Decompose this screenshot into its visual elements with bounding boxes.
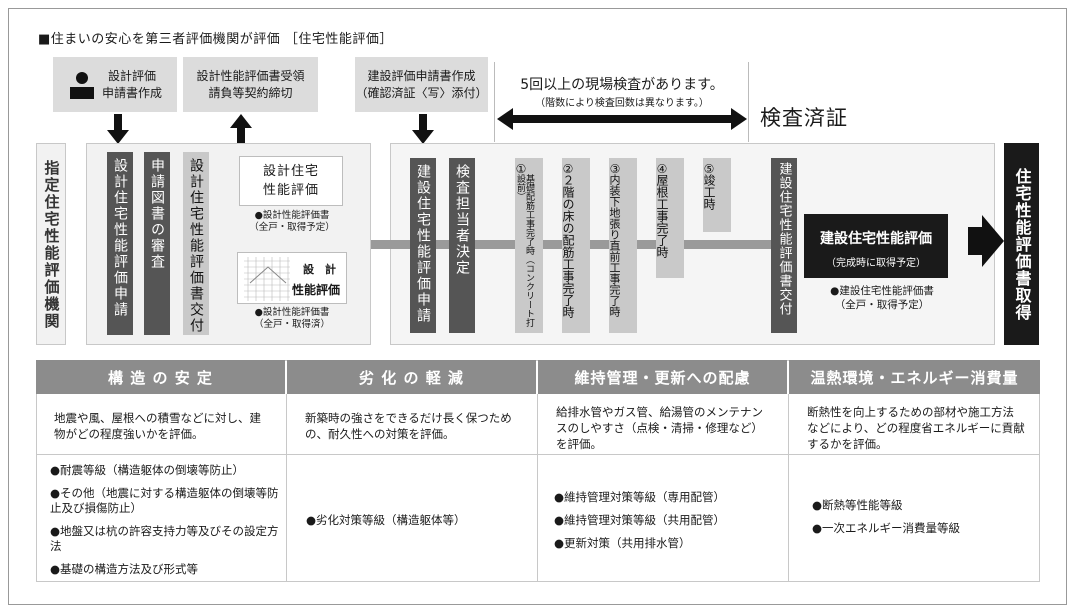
big-arrow-icon (968, 215, 1004, 267)
inspection-4-num: ④ (655, 162, 669, 176)
category-4-desc: 断熱性を向上するための部材や施工方法などにより、どの程度省エネルギーに貢献するか… (807, 405, 1025, 451)
inspection-2-num: ② (561, 162, 575, 176)
design-doc-note: ●設計性能評価書 （全戸・取得済） (227, 307, 357, 331)
design-receipt-line2: 請負等契約締切 (208, 85, 293, 100)
category-1-item: ●地盤又は杭の許容支持力等及びその設定方法 (50, 524, 279, 553)
inspection-note-main: 5回以上の現場検査があります。 (520, 77, 724, 93)
design-request-line2: 申請書作成 (101, 85, 162, 100)
inspection-1-text: 基礎配筋工事完了時（コンクリート打設前） (515, 174, 534, 327)
category-4-item: ●断熱等性能等級 (812, 498, 903, 512)
category-2-desc: 新築時の強さをできるだけ長く保つための、耐久性への対策を評価。 (305, 411, 512, 441)
design-col-issue: 設計住宅性能評価書交付 (183, 152, 209, 335)
category-1-item: ●その他（地震に対する構造躯体の倒壊等防止及び損傷防止） (50, 486, 279, 515)
blueprint-icon (244, 257, 290, 301)
category-4-item: ●一次エネルギー消費量等級 (812, 521, 961, 535)
design-col-review: 申請図書の審査 (144, 152, 170, 335)
construct-black-sub: （完成時に取得予定） (826, 258, 926, 269)
inspection-5: ⑤ 竣工時 (702, 158, 731, 232)
left-band (36, 143, 66, 345)
construct-note: ●建設住宅性能評価書 （全戸・取得予定） (812, 284, 952, 312)
page-title: ■住まいの安心を第三者評価機関が評価 ［住宅性能評価］ (38, 32, 393, 47)
design-request-line1: 設計評価 (107, 68, 156, 83)
design-card-note1: ●設計性能評価書 (254, 210, 330, 221)
design-doc-note1: ●設計性能評価書 (254, 307, 330, 318)
design-doc-label2: 性能評価 (291, 283, 340, 297)
construct-col-inspector: 検査担当者決定 (449, 158, 475, 333)
inspection-5-num: ⑤ (702, 162, 716, 176)
construction-request-line1: 建設評価申請書作成 (367, 68, 476, 83)
design-card-note2: （全戸・取得予定） (249, 222, 335, 233)
category-3-desc: 給排水管やガス管、給湯管のメンテナンスのしやすさ（点検・清掃・修理など）を評価。 (556, 405, 763, 451)
inspection-3-text: 内装下地張り直前工事完了時 (608, 174, 621, 317)
category-1-item: ●基礎の構造方法及び形式等 (50, 562, 199, 576)
category-4-header: 温熱環境・エネルギー消費量 (789, 360, 1040, 394)
col-divider (788, 394, 789, 582)
construction-request-line2: （確認済証〈写〉添付） (355, 85, 488, 100)
kensa-sumi-label: 検査済証 (760, 106, 848, 130)
divider (748, 62, 749, 142)
design-card-area: 設計住宅 性能評価 ●設計性能評価書 （全戸・取得予定） (227, 152, 357, 244)
construct-black-title: 建設住宅性能評価 (820, 231, 932, 247)
construct-col-issue: 建設住宅性能評価書交付 (771, 158, 797, 333)
inspection-note-sub: （階数により検査回数は異なります。） (535, 98, 709, 109)
design-doc-note2: （全戸・取得済） (253, 319, 330, 330)
design-col-apply: 設計住宅性能評価申請 (107, 152, 133, 335)
category-3-item: ●更新対策（共用排水管） (554, 536, 691, 550)
left-label: 指定住宅性能評価機関 (42, 160, 61, 330)
category-1-item: ●耐震等級（構造躯体の倒壊等防止） (50, 463, 245, 477)
category-1-items: ●耐震等級（構造躯体の倒壊等防止） ●その他（地震に対する構造躯体の倒壊等防止及… (50, 463, 282, 585)
inspection-5-text: 竣工時 (702, 174, 716, 210)
arrow-down-icon (107, 114, 129, 144)
arrow-up-icon (230, 114, 252, 144)
design-doc-area: 設 計 性能評価 ●設計性能評価書 （全戸・取得済） (227, 250, 357, 340)
person-icon (69, 71, 94, 99)
design-receipt-box: 設計性能評価書受領 請負等契約締切 (183, 57, 318, 112)
inspection-2: ② ２階の床の配筋工事完了時 (561, 158, 590, 333)
final-column: 住宅性能評価書取得 (1004, 143, 1039, 345)
inspection-1-num: ① (514, 162, 528, 176)
category-1-header: 構 造 の 安 定 (36, 360, 285, 394)
category-3-item: ●維持管理対策等級（専用配管） (554, 490, 726, 504)
design-card-title1: 設計住宅 (262, 164, 319, 179)
category-3-item: ●維持管理対策等級（共用配管） (554, 513, 726, 527)
design-doc-label1: 設 計 (303, 263, 336, 276)
inspection-3-num: ③ (608, 162, 622, 176)
col-divider (286, 394, 287, 582)
inspection-4-text: 屋根工事完了時 (655, 174, 669, 258)
category-1-desc: 地震や風、屋根への積雪などに対し、建物がどの程度強いかを評価。 (54, 411, 261, 441)
row-divider (36, 454, 1040, 455)
design-card-title2: 性能評価 (262, 183, 319, 198)
outer-frame (8, 8, 1067, 605)
inspection-3: ③ 内装下地張り直前工事完了時 (608, 158, 637, 333)
inspection-1: ① 基礎配筋工事完了時（コンクリート打設前） (514, 158, 543, 333)
construct-note1: ●建設住宅性能評価書 (830, 285, 934, 297)
construct-note2: （全戸・取得予定） (834, 299, 930, 311)
construct-black-box: 建設住宅性能評価 （完成時に取得予定） (804, 214, 948, 278)
double-arrow-icon (497, 108, 747, 130)
inspection-4: ④ 屋根工事完了時 (655, 158, 684, 278)
col-divider (537, 394, 538, 582)
inspection-2-text: ２階の床の配筋工事完了時 (561, 174, 575, 318)
category-2-header: 劣 化 の 軽 減 (287, 360, 536, 394)
construct-col-apply: 建設住宅性能評価申請 (410, 158, 436, 333)
divider (494, 62, 495, 142)
construction-request-box: 建設評価申請書作成 （確認済証〈写〉添付） (355, 57, 488, 112)
category-2-items: ●劣化対策等級（構造躯体等） (306, 513, 534, 536)
design-doc-card: 設 計 性能評価 (237, 252, 347, 304)
design-card-note: ●設計性能評価書 （全戸・取得予定） (227, 210, 357, 234)
arrow-down-icon (412, 114, 434, 144)
design-request-box: 設計評価 申請書作成 (53, 57, 177, 112)
category-2-item: ●劣化対策等級（構造躯体等） (306, 513, 466, 527)
category-3-header: 維持管理・更新への配慮 (538, 360, 787, 394)
category-3-items: ●維持管理対策等級（専用配管） ●維持管理対策等級（共用配管） ●更新対策（共用… (554, 490, 784, 559)
design-receipt-line1: 設計性能評価書受領 (196, 68, 305, 83)
category-4-items: ●断熱等性能等級 ●一次エネルギー消費量等級 (812, 498, 1036, 544)
design-card: 設計住宅 性能評価 (239, 156, 343, 206)
